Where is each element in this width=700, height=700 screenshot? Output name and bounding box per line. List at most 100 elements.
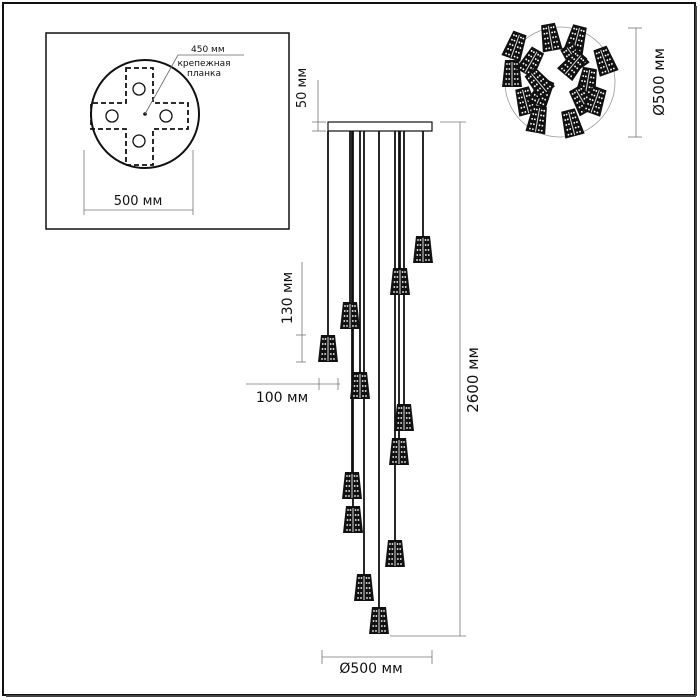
shade-perforation <box>571 117 574 119</box>
shade-perforation <box>356 385 359 387</box>
shade-perforation <box>588 108 590 111</box>
pendant-shade <box>389 438 409 465</box>
shade-perforation <box>348 485 351 487</box>
shade-perforation <box>553 41 556 44</box>
shade-perforation <box>585 107 588 110</box>
shade-perforation <box>598 106 600 109</box>
shade-perforation <box>404 286 407 288</box>
shade-perforation <box>351 310 354 312</box>
shade-perforation <box>358 529 360 531</box>
shade-perforation <box>368 582 371 584</box>
shade-perforation <box>403 441 405 443</box>
shade-perforation <box>392 446 395 448</box>
shade-perforation <box>324 358 326 360</box>
inset-frame <box>45 32 290 230</box>
shade-perforation <box>509 48 512 51</box>
shade-perforation <box>354 310 357 312</box>
shade-perforation <box>564 63 567 66</box>
shade-perforation <box>535 108 538 111</box>
shade-perforation <box>346 524 349 526</box>
shade-perforation <box>536 76 539 79</box>
shade-seam <box>530 73 548 93</box>
shade-perforation <box>388 548 391 550</box>
shade-perforation <box>505 73 508 75</box>
shade-perforation <box>349 509 352 511</box>
shade-perforation <box>405 417 408 419</box>
overall-diameter-label: Ø500 мм <box>339 661 402 677</box>
shade-perforation <box>520 42 523 45</box>
shade-perforation <box>408 422 411 424</box>
shade-perforation <box>525 95 528 97</box>
pendant-shade <box>525 104 547 135</box>
pendant-shade <box>318 335 338 362</box>
shade-perforation <box>530 66 532 69</box>
shade-perforation <box>573 71 576 74</box>
shade-perforation <box>402 291 404 293</box>
shade-perforation <box>369 597 371 599</box>
shade-perforation <box>598 51 600 54</box>
shade-perforation <box>563 51 566 54</box>
shade-perforation <box>424 254 427 256</box>
shade-perforation <box>400 563 402 565</box>
shade-perforation <box>522 62 525 65</box>
shade-perforation <box>534 99 537 102</box>
shade-perforation <box>546 37 549 40</box>
shade-perforation <box>532 79 535 82</box>
shade-perforation <box>395 446 398 448</box>
shade-perforation <box>505 83 507 85</box>
shade-perforation <box>579 34 582 37</box>
shade-perforation <box>566 128 569 131</box>
shade-seam <box>522 89 530 114</box>
shade-seam <box>600 49 610 73</box>
shade-perforation <box>354 495 356 497</box>
shade-perforation <box>529 127 531 130</box>
shade-perforation <box>373 610 375 612</box>
top-diameter-label: Ø500 мм <box>650 48 668 116</box>
shade-perforation <box>532 51 535 54</box>
shade-perforation <box>400 456 403 458</box>
shade-perforation <box>380 620 383 622</box>
shade-perforation <box>539 119 542 122</box>
shade-perforation <box>513 55 516 58</box>
shade-perforation <box>516 56 519 59</box>
shade-perforation <box>595 105 598 108</box>
shade-perforation <box>345 480 348 482</box>
pendant-shade <box>350 372 370 399</box>
shade-perforation <box>427 244 430 246</box>
shade-perforation <box>400 451 403 453</box>
shade-perforation <box>539 93 542 96</box>
shade-perforation <box>593 94 596 97</box>
shade-perforation <box>522 37 525 40</box>
pendant-shade <box>385 540 405 567</box>
shade-perforation <box>589 103 592 106</box>
shade-perforation <box>343 315 346 317</box>
shade-perforation <box>514 83 516 85</box>
shade-width-label: 100 мм <box>256 390 308 406</box>
shade-perforation <box>591 99 594 102</box>
shade-perforation <box>533 72 536 75</box>
shade-perforation <box>403 446 406 448</box>
shade-perforation <box>345 495 347 497</box>
shade-perforation <box>597 57 600 60</box>
shade-perforation <box>513 78 516 80</box>
shade-perforation <box>508 83 510 85</box>
shade-perforation <box>593 110 596 113</box>
shade-perforation <box>375 620 378 622</box>
shade-perforation <box>580 93 583 96</box>
shade-perforation <box>400 407 403 409</box>
shade-perforation <box>549 85 551 88</box>
shade-perforation <box>357 524 360 526</box>
shade-perforation <box>361 380 364 382</box>
shade-perforation <box>399 553 402 555</box>
shade-perforation <box>354 315 357 317</box>
shade-perforation <box>541 97 544 100</box>
shade-perforation <box>353 395 355 397</box>
shade-perforation <box>361 390 364 392</box>
shade-perforation <box>541 124 544 127</box>
shade-perforation <box>580 29 583 32</box>
shade-perforation <box>346 514 349 516</box>
shade-perforation <box>358 577 360 579</box>
shade-perforation <box>405 412 408 414</box>
shade-perforation <box>517 92 520 95</box>
shade-perforation <box>579 44 582 47</box>
